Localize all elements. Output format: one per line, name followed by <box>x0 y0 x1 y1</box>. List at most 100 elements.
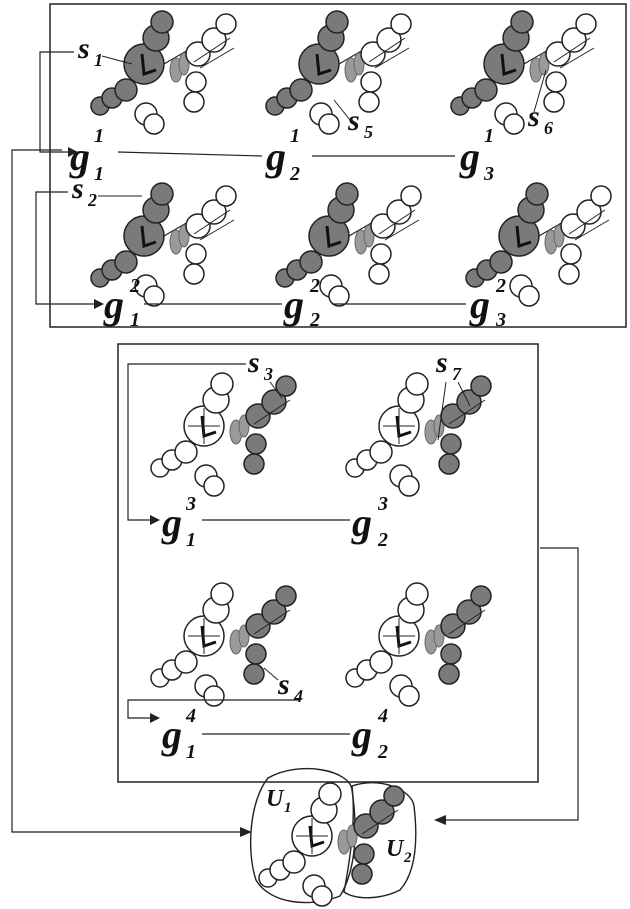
label-s5: s 5 <box>347 104 373 142</box>
svg-text:s: s <box>435 346 448 379</box>
svg-text:g: g <box>459 134 480 179</box>
pointer-s3 <box>269 381 283 399</box>
arrowhead-union-left <box>240 827 252 837</box>
svg-text:2: 2 <box>403 850 412 866</box>
group-box-middle <box>117 343 539 783</box>
svg-text:s: s <box>77 32 90 65</box>
label-u2: U 2 <box>386 836 412 866</box>
svg-text:2: 2 <box>309 309 320 331</box>
svg-text:1: 1 <box>284 800 292 816</box>
molecule-g1-4 <box>149 581 298 708</box>
svg-text:4: 4 <box>293 686 303 706</box>
label-s3: s 3 <box>247 346 273 384</box>
svg-text:3: 3 <box>185 493 196 515</box>
label-g2-4: g 2 4 <box>351 705 388 763</box>
label-g1-1: g 1 1 <box>69 125 104 185</box>
svg-text:7: 7 <box>452 364 462 384</box>
svg-text:g: g <box>161 500 182 545</box>
group-box-top <box>49 3 627 328</box>
svg-text:g: g <box>265 134 286 179</box>
svg-text:6: 6 <box>544 118 553 138</box>
arrowhead-s2 <box>94 299 104 309</box>
bracket-s3 <box>127 363 246 521</box>
svg-text:1: 1 <box>290 125 300 147</box>
svg-text:g: g <box>351 500 372 545</box>
arrowhead-s4 <box>150 713 160 723</box>
label-s4: s 4 <box>277 668 303 706</box>
svg-text:U: U <box>386 836 405 862</box>
molecule-g1-3 <box>149 371 298 498</box>
molecule-g2-1 <box>264 9 413 136</box>
svg-text:4: 4 <box>377 705 388 727</box>
svg-text:s: s <box>347 104 360 137</box>
arrowhead-union-right <box>434 815 446 825</box>
svg-text:s: s <box>527 100 540 133</box>
pointer-s5 <box>333 99 351 121</box>
label-g3-1: g 3 1 <box>459 125 494 185</box>
svg-text:1: 1 <box>94 125 104 147</box>
label-g1-3: g 1 3 <box>161 493 196 551</box>
label-g2-3: g 2 3 <box>351 493 388 551</box>
svg-text:s: s <box>71 172 84 205</box>
svg-text:2: 2 <box>377 741 388 763</box>
arrowhead-s1 <box>68 147 78 157</box>
arrow-middle-to-union <box>446 547 579 821</box>
molecule-g3-1 <box>449 9 598 136</box>
pointer-s7b <box>457 381 471 407</box>
molecule-g2-4 <box>344 581 493 708</box>
label-g1-4: g 1 4 <box>161 705 196 763</box>
pointer-s7 <box>437 381 447 441</box>
label-g2-2: g 2 2 <box>283 275 320 331</box>
label-s2: s 2 <box>71 172 97 210</box>
svg-text:g: g <box>351 712 372 757</box>
label-g1-2: g 1 2 <box>103 275 140 331</box>
svg-text:1: 1 <box>484 125 494 147</box>
molecule-g2-3 <box>344 371 493 498</box>
pointer-s6 <box>533 69 547 113</box>
bracket-s2 <box>35 191 94 305</box>
svg-text:1: 1 <box>94 50 103 70</box>
svg-text:3: 3 <box>483 163 494 185</box>
svg-text:g: g <box>283 282 304 327</box>
region-u1 <box>249 767 356 904</box>
svg-text:2: 2 <box>289 163 300 185</box>
svg-text:3: 3 <box>377 493 388 515</box>
svg-text:1: 1 <box>186 529 196 551</box>
svg-text:2: 2 <box>87 190 97 210</box>
svg-text:3: 3 <box>263 364 273 384</box>
svg-text:g: g <box>69 134 90 179</box>
svg-text:1: 1 <box>130 309 140 331</box>
svg-text:5: 5 <box>364 122 373 142</box>
svg-text:g: g <box>161 712 182 757</box>
bracket-s1 <box>39 51 74 153</box>
arrow-top-to-union <box>11 149 240 833</box>
pointer-s1 <box>101 55 133 65</box>
svg-text:g: g <box>103 282 124 327</box>
svg-text:s: s <box>247 346 260 379</box>
svg-text:1: 1 <box>186 741 196 763</box>
svg-text:g: g <box>469 282 490 327</box>
svg-text:2: 2 <box>377 529 388 551</box>
arrowhead-s3 <box>150 515 160 525</box>
label-g3-2: g 3 2 <box>469 275 506 331</box>
label-g2-1: g 2 1 <box>265 125 300 185</box>
label-s1: s 1 <box>77 32 103 70</box>
svg-text:3: 3 <box>495 309 506 331</box>
label-s7: s 7 <box>435 346 462 384</box>
svg-text:2: 2 <box>309 275 320 297</box>
region-u2 <box>343 781 417 899</box>
molecule-g1-1 <box>89 9 238 136</box>
svg-text:1: 1 <box>94 163 104 185</box>
svg-text:2: 2 <box>129 275 140 297</box>
svg-text:4: 4 <box>185 705 196 727</box>
label-s6: s 6 <box>527 100 553 138</box>
pointer-s4 <box>263 667 279 681</box>
svg-text:2: 2 <box>495 275 506 297</box>
svg-text:s: s <box>277 668 290 701</box>
connector-row1-a <box>117 151 263 157</box>
svg-text:U: U <box>266 786 285 812</box>
label-u1: U 1 <box>266 786 292 816</box>
bracket-s4 <box>127 699 300 719</box>
